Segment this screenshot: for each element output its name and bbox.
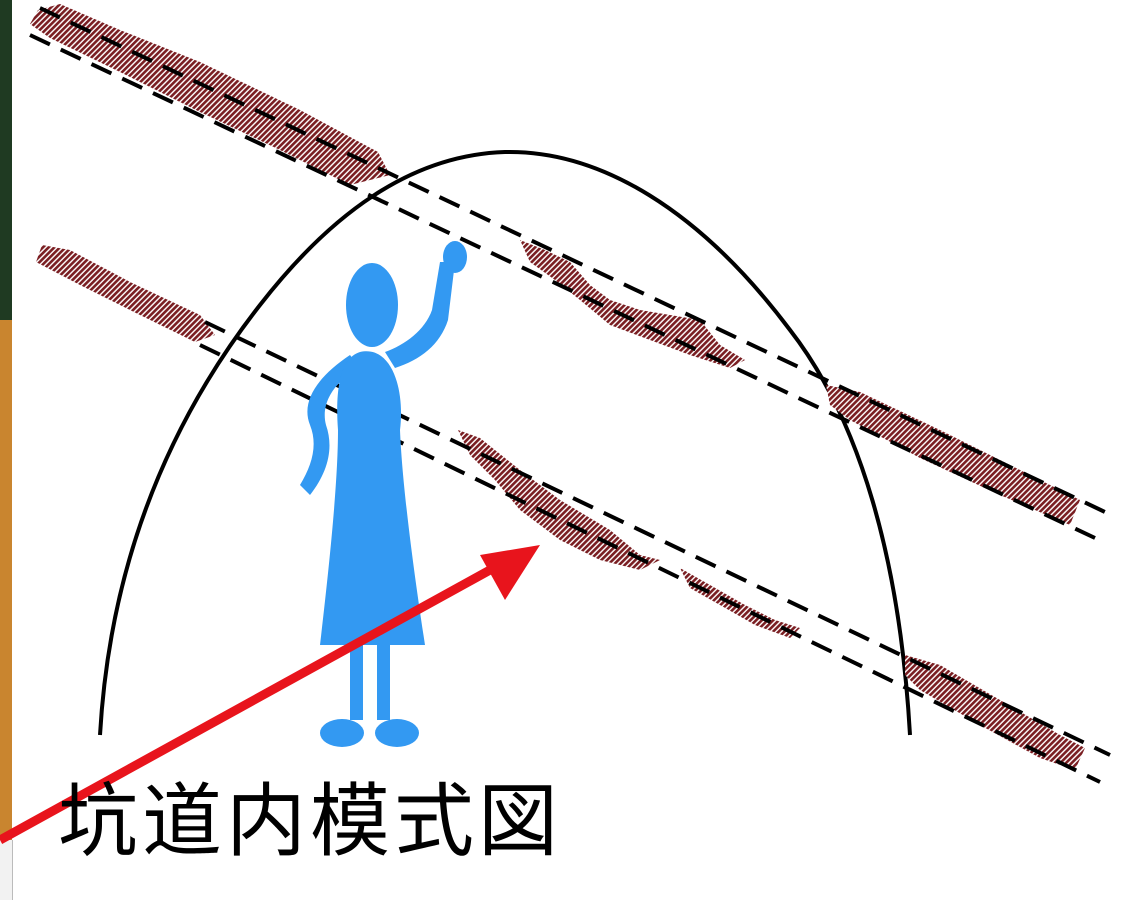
lower-vein-dash-top: [204, 320, 1111, 757]
tunnel-outline: [98, 149, 912, 736]
upper-vein-outer-right: [826, 385, 1080, 525]
red-arrow-icon: [0, 545, 540, 844]
lower-vein-dash-bottom: [199, 343, 1101, 784]
upper-vein-dash-top: [39, 6, 1106, 514]
upper-vein-inner-fragment: [520, 240, 745, 368]
left-frame-strip-middle: [0, 320, 12, 840]
lower-vein-outer-right: [905, 655, 1085, 770]
upper-vein-outer-left: [30, 4, 390, 185]
left-frame-strip-bottom: [0, 840, 13, 900]
lower-vein-inner-fragment: [458, 430, 660, 570]
upper-vein-dash-bottom: [29, 33, 1096, 540]
diagram-caption: 坑道内模式図: [58, 775, 562, 868]
person-pointing-icon: [300, 241, 467, 747]
left-frame-strip-top: [0, 0, 12, 320]
lower-vein-outer-left: [36, 245, 215, 342]
